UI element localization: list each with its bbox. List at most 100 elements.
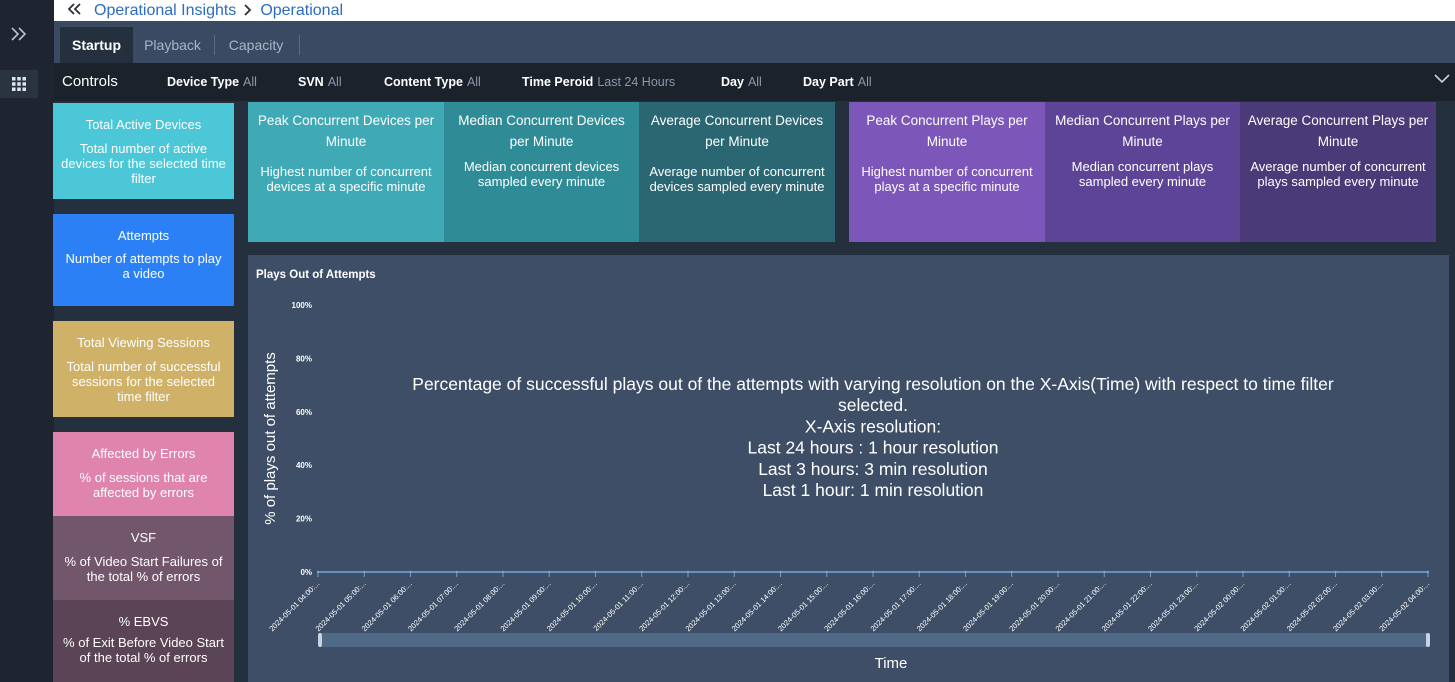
tab-capacity[interactable]: Capacity (228, 37, 284, 53)
card-title: Total Active Devices (85, 117, 202, 132)
card-title: % EBVS (118, 614, 169, 629)
card-desc: % of sessions that are affected by error… (79, 470, 208, 500)
kpi-desc: Average number of concurrent devices sam… (649, 164, 825, 194)
x-tick-label: 2024-05-01 06:00:... (360, 579, 414, 633)
data-point (409, 570, 412, 574)
x-tick-label: 2024-05-02 00:00:... (1192, 579, 1246, 633)
chart-annotation-line: Percentage of successful plays out of th… (412, 374, 1334, 394)
kpi-peak-concurrent-plays: Peak Concurrent Plays per Minute Highest… (849, 102, 1045, 242)
kpi-average-concurrent-plays: Average Concurrent Plays per Minute Aver… (1240, 102, 1436, 242)
chart-annotation-line: Last 24 hours : 1 hour resolution (748, 438, 999, 458)
x-tick-label: 2024-05-01 14:00:... (730, 579, 784, 633)
x-tick-label: 2024-05-02 04:00:... (1377, 579, 1431, 633)
kpi-median-concurrent-devices: Median Concurrent Devices per Minute Med… (444, 102, 639, 242)
x-tick-label: 2024-05-01 08:00:... (452, 579, 506, 633)
x-tick-label: 2024-05-02 03:00:... (1331, 579, 1385, 633)
x-tick-label: 2024-05-01 04:00:... (267, 579, 321, 633)
chevron-down-icon[interactable] (1434, 71, 1450, 87)
y-tick-label: 80% (296, 354, 312, 363)
controls-title: Controls (62, 73, 118, 90)
data-point (1010, 570, 1013, 574)
card-affected-by-errors: Affected by Errors % of sessions that ar… (53, 432, 234, 516)
y-tick-label: 60% (296, 408, 312, 417)
kpi-title: Average Concurrent Plays per Minute (1247, 113, 1429, 149)
breadcrumb-current[interactable]: Operational (260, 1, 344, 19)
chart-annotation-line: X-Axis resolution: (805, 416, 941, 436)
plays-out-of-attempts-chart: 0%20%40%60%80%100%% of plays out of atte… (262, 301, 1431, 672)
zoom-handle-right[interactable] (1426, 633, 1430, 647)
data-point (1056, 570, 1060, 574)
card-desc: Total number of active devices for the s… (61, 141, 226, 186)
x-axis-label: Time (875, 655, 908, 672)
chart-annotation-line: Last 3 hours: 3 min resolution (758, 459, 988, 479)
x-tick-label: 2024-05-01 09:00:... (499, 579, 553, 633)
data-point (686, 570, 690, 574)
zoom-range-bar (320, 633, 1428, 647)
chart-annotation-line: Last 1 hour: 1 min resolution (763, 480, 984, 500)
chart-title: Plays Out of Attempts (256, 269, 376, 281)
x-tick-label: 2024-05-01 11:00:... (591, 579, 645, 633)
x-tick-label: 2024-05-01 19:00:... (961, 579, 1015, 633)
x-tick-label: 2024-05-01 18:00:... (915, 579, 969, 633)
kpi-median-concurrent-plays: Median Concurrent Plays per Minute Media… (1045, 102, 1240, 242)
zoom-handle-left[interactable] (318, 633, 322, 647)
kpi-desc: Highest number of concurrent devices at … (260, 164, 432, 194)
card-desc: Number of attempts to play a video (65, 251, 222, 281)
left-rail (0, 0, 38, 682)
back-double-chevron-icon[interactable] (67, 2, 82, 20)
card-desc: Total number of successful sessions for … (66, 359, 221, 404)
x-tick-label: 2024-05-01 17:00:... (869, 579, 923, 633)
card-total-viewing-sessions: Total Viewing Sessions Total number of s… (53, 321, 234, 417)
kpi-title: Median Concurrent Plays per Minute (1055, 113, 1230, 149)
x-tick-label: 2024-05-02 01:00:... (1239, 579, 1293, 633)
data-point (363, 570, 366, 574)
data-point (316, 570, 320, 574)
card-vsf: VSF % of Video Start Failures of the tot… (53, 516, 234, 600)
x-tick-label: 2024-05-01 10:00:... (545, 579, 599, 633)
data-point (964, 570, 967, 574)
kpi-desc: Highest number of concurrent plays at a … (861, 164, 1033, 194)
x-tick-label: 2024-05-01 13:00:... (684, 579, 738, 633)
data-point (1195, 570, 1198, 574)
kpi-desc: Average number of concurrent plays sampl… (1250, 159, 1426, 189)
x-tick-label: 2024-05-01 15:00:... (776, 579, 830, 633)
kpi-title: Peak Concurrent Plays per Minute (866, 113, 1028, 149)
data-point (825, 570, 828, 574)
data-point (733, 570, 736, 574)
tab-startup[interactable]: Startup (60, 27, 133, 63)
breadcrumb: Operational Insights Operational (54, 0, 1455, 21)
x-tick-label: 2024-05-01 20:00:... (1007, 579, 1061, 633)
kpi-title: Peak Concurrent Devices per Minute (257, 113, 435, 149)
data-point (1149, 570, 1152, 574)
kpi-title: Median Concurrent Devices per Minute (458, 113, 625, 149)
y-axis-label: % of plays out of attempts (262, 352, 279, 525)
data-point (501, 570, 505, 574)
card-title: Attempts (117, 228, 170, 243)
tab-divider (214, 35, 215, 55)
chart-panel: Plays Out of Attempts 0%20%40%60%80%100%… (248, 255, 1449, 682)
tab-playback[interactable]: Playback (144, 37, 201, 53)
breadcrumb-parent[interactable]: Operational Insights (94, 1, 237, 19)
data-point (871, 570, 875, 574)
card-attempts: Attempts Number of attempts to play a vi… (53, 214, 234, 306)
card-title: Affected by Errors (91, 446, 196, 461)
expand-chevrons-icon[interactable] (0, 20, 38, 48)
kpi-title: Average Concurrent Devices per Minute (650, 113, 824, 149)
data-point (594, 570, 597, 574)
card-title: Total Viewing Sessions (77, 335, 210, 350)
data-point (1426, 570, 1430, 574)
kpi-average-concurrent-devices: Average Concurrent Devices per Minute Av… (639, 102, 835, 242)
data-point (548, 570, 551, 574)
card-title: VSF (130, 530, 157, 545)
data-point (1288, 570, 1291, 574)
x-tick-label: 2024-05-02 02:00:... (1285, 579, 1339, 633)
app-grid-icon[interactable] (0, 70, 38, 98)
kpi-desc: Median concurrent plays sampled every mi… (1071, 159, 1214, 189)
